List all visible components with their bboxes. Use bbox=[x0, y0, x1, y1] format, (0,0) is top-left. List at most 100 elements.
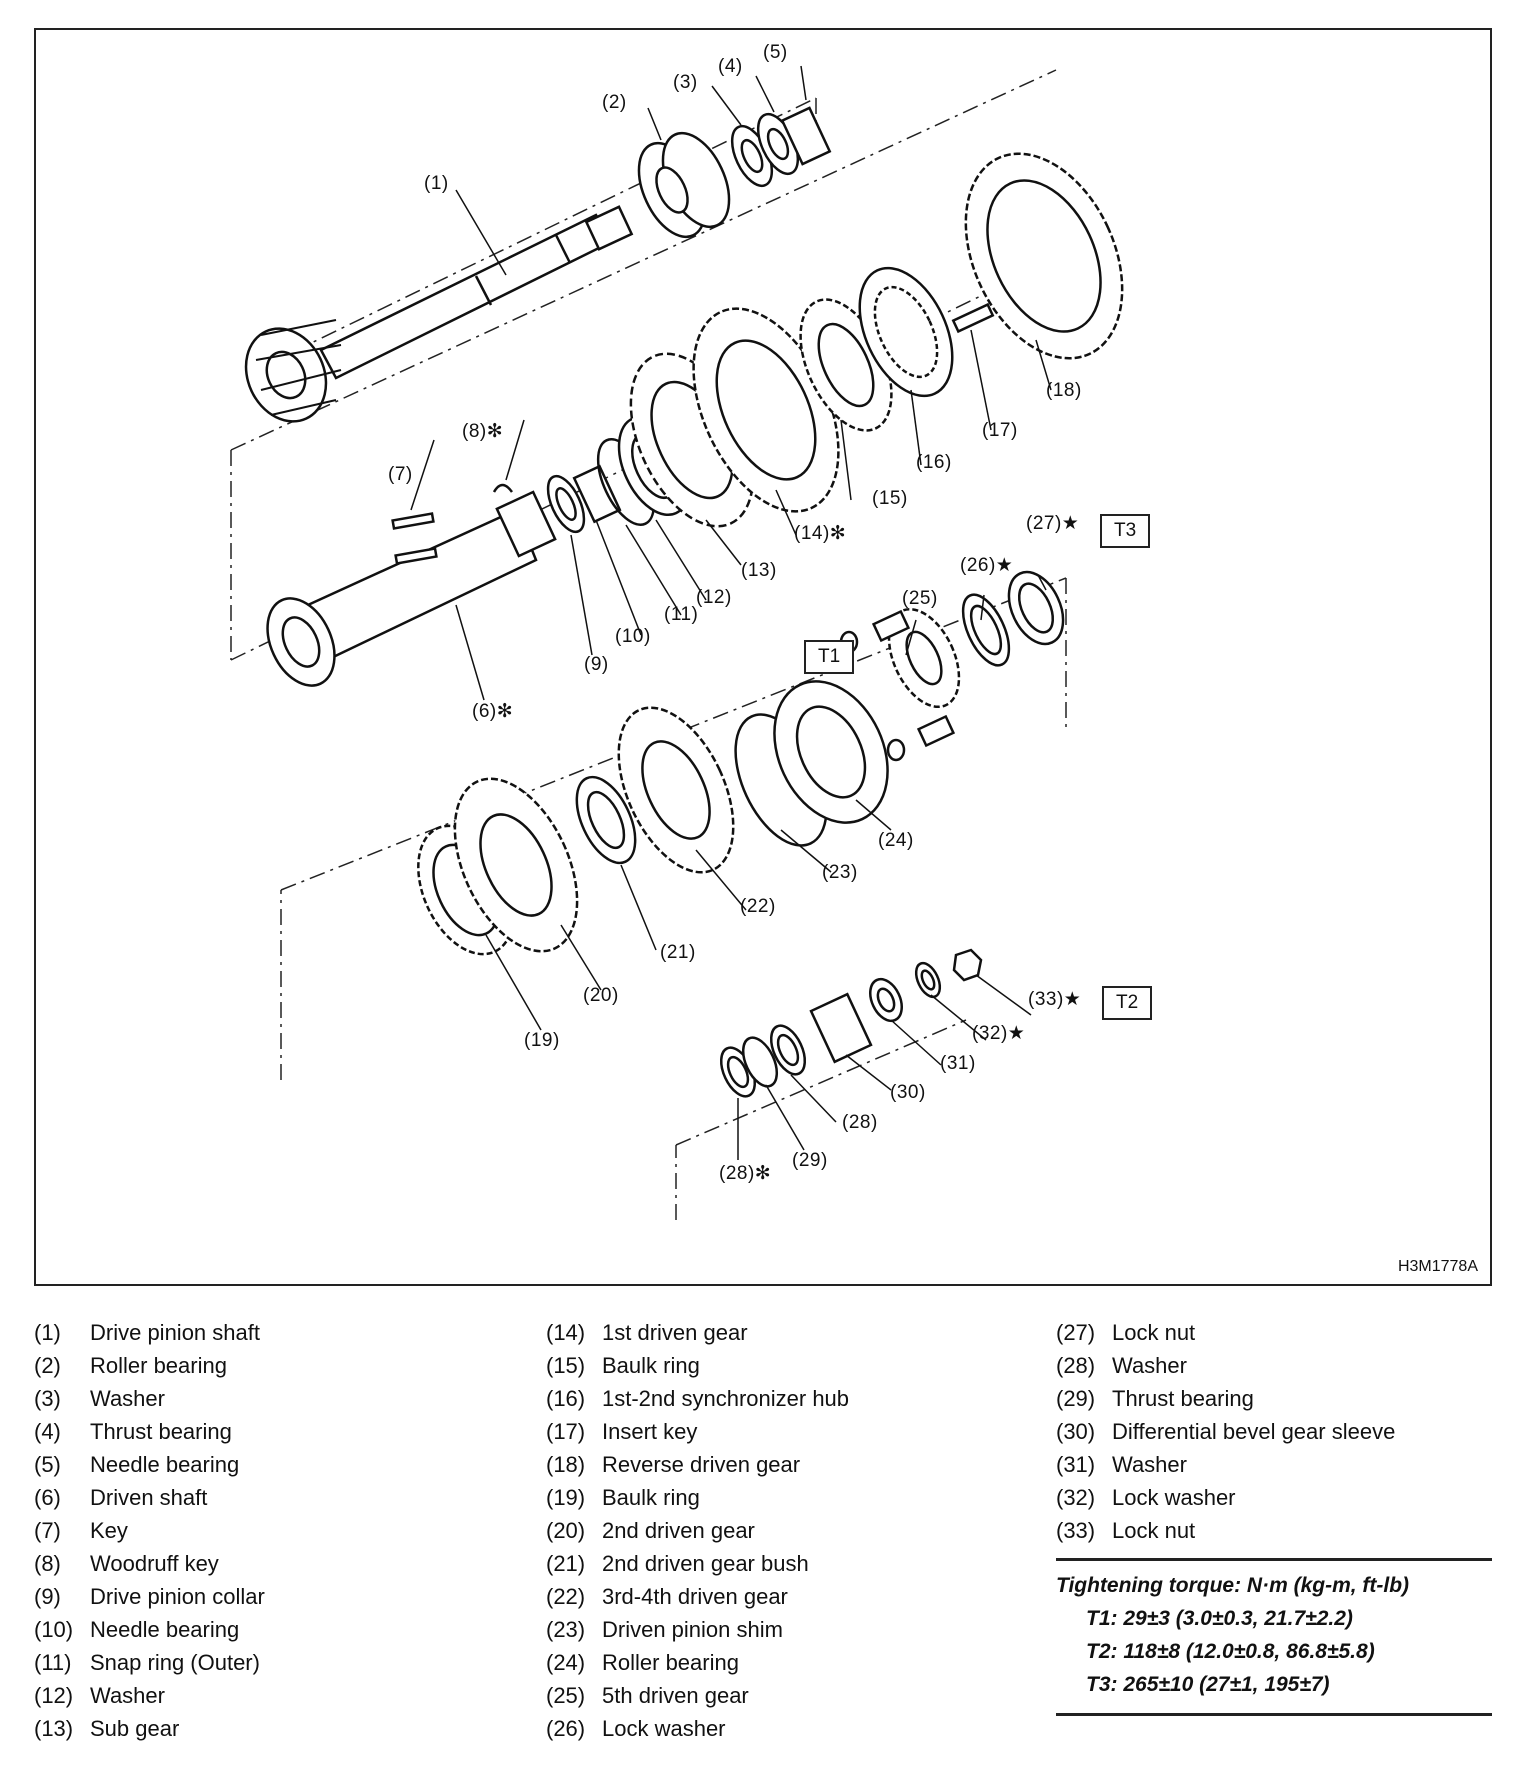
legend-number: (2) bbox=[34, 1353, 61, 1378]
legend-label: Thrust bearing bbox=[90, 1419, 232, 1444]
legend-label: Needle bearing bbox=[90, 1452, 240, 1477]
legend-label: Sub gear bbox=[90, 1716, 180, 1741]
legend-label: Washer bbox=[1112, 1353, 1187, 1378]
callout-5: (5) bbox=[763, 42, 788, 63]
callout-20: (20) bbox=[583, 985, 619, 1006]
legend-number: (19) bbox=[546, 1485, 586, 1510]
legend-item: (14)1st driven gear bbox=[546, 1316, 849, 1349]
legend-label: 3rd-4th driven gear bbox=[602, 1584, 788, 1609]
legend-label: Woodruff key bbox=[90, 1551, 219, 1576]
torque-box-t1: T1 bbox=[804, 640, 855, 674]
legend-item: (25)5th driven gear bbox=[546, 1679, 849, 1712]
legend-label: Driven pinion shim bbox=[602, 1617, 783, 1642]
legend-number: (29) bbox=[1056, 1386, 1096, 1411]
legend-item: (16) 1st-2nd synchronizer hub bbox=[546, 1382, 849, 1415]
legend-label: Snap ring (Outer) bbox=[90, 1650, 260, 1675]
legend-number: (14) bbox=[546, 1320, 586, 1345]
callout-13: (13) bbox=[741, 560, 777, 581]
torque-t1: T1: 29±3 (3.0±0.3, 21.7±2.2) bbox=[1086, 1607, 1353, 1630]
legend-label: Roller bearing bbox=[602, 1650, 739, 1675]
legend-number: (26) bbox=[546, 1716, 586, 1741]
second-gear-parts bbox=[417, 706, 735, 956]
legend-item: (13) Sub gear bbox=[34, 1712, 265, 1745]
legend-number: (33) bbox=[1056, 1518, 1096, 1543]
callout-28-upper: (28) bbox=[842, 1112, 878, 1133]
torque-box-t2: T2 bbox=[1102, 986, 1153, 1020]
legend-label: Washer bbox=[1112, 1452, 1187, 1477]
legend-number: (10) bbox=[34, 1617, 74, 1642]
torque-t3: T3: 265±10 (27±1, 195±7) bbox=[1086, 1673, 1330, 1696]
callout-17: (17) bbox=[982, 420, 1018, 441]
legend-number: (7) bbox=[34, 1518, 61, 1543]
torque-heading: Tightening torque: N·m (kg-m, ft-lb) bbox=[1056, 1574, 1410, 1597]
callout-3: (3) bbox=[673, 72, 698, 93]
callout-30: (30) bbox=[890, 1082, 926, 1103]
driven-shaft-gears bbox=[629, 266, 954, 528]
figure-code: H3M1778A bbox=[1397, 1258, 1478, 1275]
callout-18: (18) bbox=[1046, 380, 1082, 401]
legend-column-3: (27) Lock nut (28) Washer (29) Thrust beari… bbox=[1056, 1316, 1395, 1547]
drive-pinion-shaft-part bbox=[244, 205, 634, 423]
legend-number: (31) bbox=[1056, 1452, 1096, 1477]
legend-number: (23) bbox=[546, 1617, 586, 1642]
front-bearing-parts bbox=[637, 106, 832, 239]
diagram-artwork bbox=[230, 65, 1124, 1220]
legend-number: (4) bbox=[34, 1419, 61, 1444]
legend-number: (21) bbox=[546, 1551, 586, 1576]
legend-label: Lock nut bbox=[1112, 1518, 1196, 1543]
legend-item: (31) Washer bbox=[1056, 1448, 1395, 1481]
legend-number: (28) bbox=[1056, 1353, 1096, 1378]
legend-label: Insert key bbox=[602, 1419, 698, 1444]
legend-item: (27) Lock nut bbox=[1056, 1316, 1395, 1349]
legend-item: (18) Reverse driven gear bbox=[546, 1448, 849, 1481]
legend-item: (9)Drive pinion collar bbox=[34, 1580, 265, 1613]
callout-26: (26)★ bbox=[960, 555, 1014, 576]
legend-number: (27) bbox=[1056, 1320, 1096, 1345]
callout-24: (24) bbox=[878, 830, 914, 851]
legend-number: (30) bbox=[1056, 1419, 1096, 1444]
callout-29: (29) bbox=[792, 1150, 828, 1171]
legend-number: (5) bbox=[34, 1452, 61, 1477]
legend-item: (11) Snap ring (Outer) bbox=[34, 1646, 265, 1679]
legend-number: (32) bbox=[1056, 1485, 1096, 1510]
callout-2: (2) bbox=[602, 92, 627, 113]
callout-14: (14)✻ bbox=[794, 523, 847, 544]
legend-item: (33) Lock nut bbox=[1056, 1514, 1395, 1547]
tightening-torque-spec: Tightening torque: N·m (kg-m, ft-lb) T1:… bbox=[1056, 1558, 1492, 1716]
legend-label: Differential bevel gear sleeve bbox=[1112, 1419, 1396, 1444]
legend-item: (2)Roller bearing bbox=[34, 1349, 265, 1382]
legend-label: 5th driven gear bbox=[602, 1683, 749, 1708]
legend-number: (3) bbox=[34, 1386, 61, 1411]
exploded-view-diagram: (1) (2) (3) (4) (5) (6)✻ (7) (8)✻ (9) (1… bbox=[34, 28, 1492, 1286]
legend-label: Lock nut bbox=[1112, 1320, 1196, 1345]
callout-7: (7) bbox=[388, 464, 413, 485]
legend-number: (13) bbox=[34, 1716, 74, 1741]
callout-21: (21) bbox=[660, 942, 696, 963]
torque-box-t3: T3 bbox=[1100, 514, 1151, 548]
callout-32: (32)★ bbox=[972, 1023, 1026, 1044]
leader-lines bbox=[410, 65, 1052, 1160]
legend-item: (21)2nd driven gear bush bbox=[546, 1547, 849, 1580]
legend-number: (18) bbox=[546, 1452, 586, 1477]
legend-column-2: (14)1st driven gear (15)Baulk ring (16)1… bbox=[546, 1316, 849, 1745]
legend-item: (29) Thrust bearing bbox=[1056, 1382, 1395, 1415]
legend-label: Baulk ring bbox=[602, 1353, 700, 1378]
legend-label: Drive pinion collar bbox=[90, 1584, 265, 1609]
legend-item: (3)Washer bbox=[34, 1382, 265, 1415]
legend-label: 1st-2nd synchronizer hub bbox=[602, 1386, 850, 1411]
legend-item: (23) Driven pinion shim bbox=[546, 1613, 849, 1646]
legend-item: (6)Driven shaft bbox=[34, 1481, 265, 1514]
callout-9: (9) bbox=[584, 654, 609, 675]
torque-t2: T2: 118±8 (12.0±0.8, 86.8±5.8) bbox=[1086, 1640, 1375, 1663]
legend-number: (11) bbox=[34, 1650, 72, 1675]
legend-item: (1)Drive pinion shaft bbox=[34, 1316, 265, 1349]
legend-label: Reverse driven gear bbox=[602, 1452, 801, 1477]
legend-label: Thrust bearing bbox=[1112, 1386, 1254, 1411]
legend-item: (20)2nd driven gear bbox=[546, 1514, 849, 1547]
legend-item: (8)Woodruff key bbox=[34, 1547, 265, 1580]
callout-25: (25) bbox=[902, 588, 938, 609]
legend-label: 2nd driven gear bbox=[602, 1518, 755, 1543]
callout-15: (15) bbox=[872, 488, 908, 509]
legend-number: (16) bbox=[546, 1386, 586, 1411]
callout-19: (19) bbox=[524, 1030, 560, 1051]
